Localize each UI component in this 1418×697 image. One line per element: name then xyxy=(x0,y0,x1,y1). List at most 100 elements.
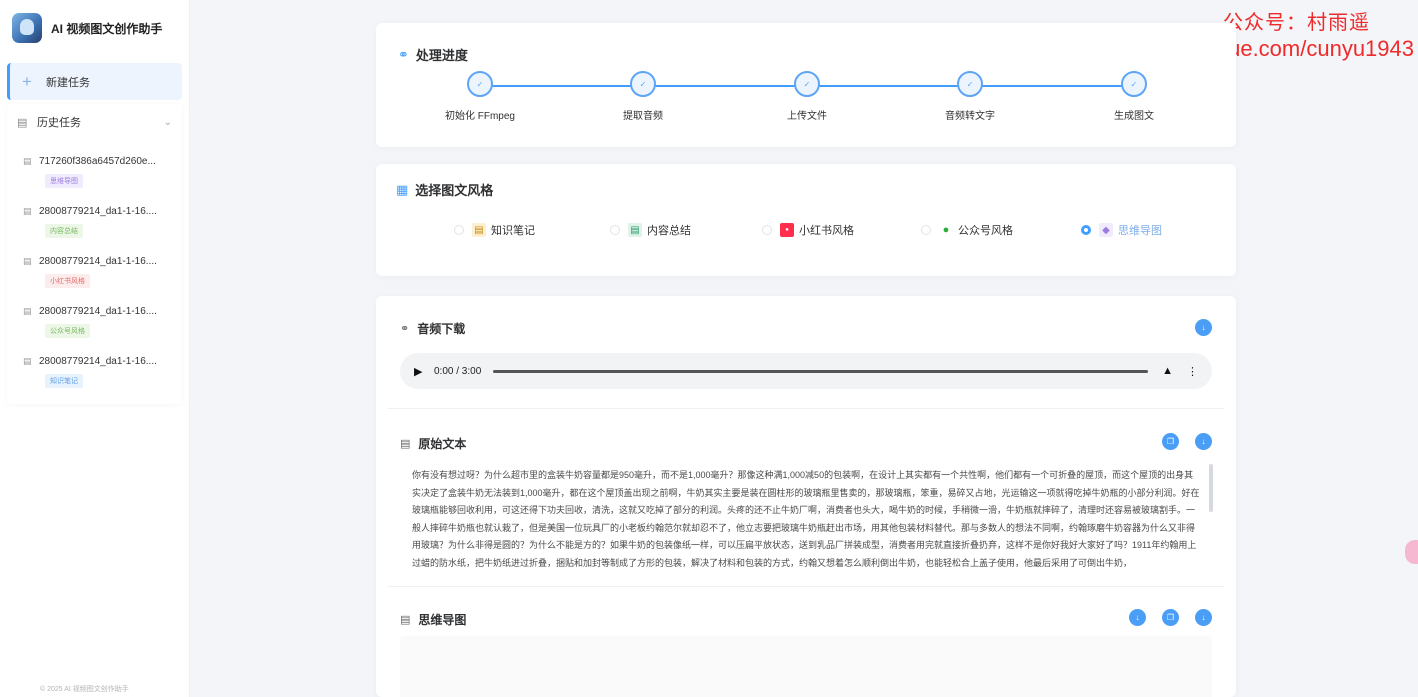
volume-icon[interactable]: ▲ xyxy=(1162,365,1173,377)
audio-seek-bar[interactable] xyxy=(493,369,1149,373)
history-item-tag: 公众号风格 xyxy=(45,324,90,338)
divider xyxy=(388,408,1224,409)
divider xyxy=(388,586,1224,587)
style-option-label: 思维导图 xyxy=(1118,225,1162,237)
mindmap-icon: ◆ xyxy=(1099,223,1113,237)
progress-step-label: 提取音频 xyxy=(623,111,663,122)
file-icon: ▤ xyxy=(23,255,32,266)
notebook-icon: ▤ xyxy=(472,223,486,237)
summary-icon: ▤ xyxy=(628,223,642,237)
history-item[interactable]: ▤28008779214_da1-1-16.... 小红书风格 xyxy=(23,254,173,288)
mindmap-title: ▤ 思维导图 xyxy=(400,611,466,628)
history-item[interactable]: ▤ 717260f386a6457d260e... 思维导图 xyxy=(23,154,173,188)
radio-button[interactable] xyxy=(610,225,620,235)
progress-step: ✓ 初始化 FFmpeg xyxy=(420,71,540,122)
export-mindmap-button[interactable]: ↓ xyxy=(1129,609,1146,626)
progress-title: ⚭ 处理进度 xyxy=(398,45,468,64)
floating-side-handle[interactable] xyxy=(1405,540,1418,564)
plus-icon: + xyxy=(22,71,32,91)
history-item-name: 28008779214_da1-1-16.... xyxy=(39,305,157,317)
style-option-summary[interactable]: ▤ 内容总结 xyxy=(610,222,691,238)
history-item-name: 28008779214_da1-1-16.... xyxy=(39,205,157,217)
history-item-tag: 知识笔记 xyxy=(45,374,83,388)
progress-title-text: 处理进度 xyxy=(415,48,468,63)
wechat-icon: ● xyxy=(942,224,950,236)
progress-step: ✓ 提取音频 xyxy=(583,71,703,122)
style-option-wechat[interactable]: ● 公众号风格 xyxy=(921,222,1013,238)
history-item-tag: 思维导图 xyxy=(45,174,83,188)
history-item[interactable]: ▤ 28008779214_da1-1-16.... 内容总结 xyxy=(23,204,173,238)
mindmap-canvas[interactable] xyxy=(400,636,1212,697)
document-icon: ▤ xyxy=(17,116,28,129)
history-item[interactable]: ▤ 28008779214_da1-1-16.... 知识笔记 xyxy=(23,354,173,388)
original-text-title-text: 原始文本 xyxy=(418,437,467,451)
chevron-down-icon[interactable]: ⌄ xyxy=(163,116,172,128)
progress-step-label: 上传文件 xyxy=(787,111,827,122)
play-icon[interactable]: ▶ xyxy=(414,365,423,378)
new-task-button[interactable]: + 新建任务 xyxy=(7,63,182,100)
original-text-content[interactable]: 你有没有想过呀？为什么超市里的盒装牛奶容量都是950毫升，而不是1,000毫升？… xyxy=(412,470,1200,568)
sidebar: AI 视频图文创作助手 + 新建任务 ▤ 历史任务 ⌄ ▤ 717260f386a… xyxy=(0,0,190,697)
copy-text-button[interactable]: ❐ xyxy=(1162,433,1179,450)
style-options: ▤ 知识笔记 ▤ 内容总结 ● 小红书风格 ● 公众号风格 ◆ 思维导图 xyxy=(376,222,1236,242)
copy-mindmap-button[interactable]: ❐ xyxy=(1162,609,1179,626)
style-card: ▦ 选择图文风格 ▤ 知识笔记 ▤ 内容总结 ● 小红书风格 ● 公众号风格 ◆… xyxy=(376,164,1236,276)
file-icon: ▤ xyxy=(23,205,32,216)
audio-player[interactable]: ▶ 0:00 / 3:00 ▲ ⋮ xyxy=(400,353,1212,389)
audio-time: 0:00 / 3:00 xyxy=(434,365,482,377)
audio-title-text: 音频下载 xyxy=(417,322,466,336)
check-icon: ✓ xyxy=(1121,71,1147,97)
radio-button[interactable] xyxy=(454,225,464,235)
progress-step-label: 初始化 FFmpeg xyxy=(444,111,515,122)
style-option-xiaohongshu[interactable]: ● 小红书风格 xyxy=(762,222,854,238)
style-option-label: 小红书风格 xyxy=(799,225,854,237)
style-option-mindmap[interactable]: ◆ 思维导图 xyxy=(1081,222,1162,238)
progress-step: ✓ 生成图文 xyxy=(1074,71,1194,122)
style-option-label: 内容总结 xyxy=(647,225,691,237)
progress-step: ✓ 音频转文字 xyxy=(910,71,1030,122)
app-logo xyxy=(12,13,42,43)
download-text-button[interactable]: ↓ xyxy=(1195,433,1212,450)
original-text-title: ▤ 原始文本 xyxy=(400,435,466,452)
file-icon: ▤ xyxy=(23,355,32,366)
style-option-knowledge-notes[interactable]: ▤ 知识笔记 xyxy=(454,222,535,238)
xiaohongshu-icon: ● xyxy=(780,223,794,237)
more-options-icon[interactable]: ⋮ xyxy=(1187,365,1198,378)
style-option-label: 公众号风格 xyxy=(958,225,1013,237)
history-item-tag: 内容总结 xyxy=(45,224,83,238)
check-icon: ✓ xyxy=(794,71,820,97)
radio-button[interactable] xyxy=(762,225,772,235)
footer-copyright: © 2025 AI 视频图文创作助手 xyxy=(40,686,129,693)
download-audio-button[interactable]: ↓ xyxy=(1195,319,1212,336)
check-icon: ✓ xyxy=(630,71,656,97)
progress-step-label: 音频转文字 xyxy=(945,111,995,122)
history-item[interactable]: ▤ 28008779214_da1-1-16.... 公众号风格 xyxy=(23,304,173,338)
history-item-name: 28008779214_da1-1-16.... xyxy=(39,355,157,367)
style-title-text: 选择图文风格 xyxy=(415,183,494,198)
content-card: ⚭ 音频下载 ↓ ▶ 0:00 / 3:00 ▲ ⋮ ▤ 原始文本 ❐ ↓ 你有… xyxy=(376,296,1236,697)
file-icon: ▤ xyxy=(23,155,32,166)
document-icon: ▤ xyxy=(400,438,411,450)
text-scrollbar[interactable] xyxy=(1209,464,1213,512)
progress-card: ⚭ 处理进度 ✓ 初始化 FFmpeg ✓ 提取音频 ✓ 上传文件 ✓ 音频转文… xyxy=(376,23,1236,147)
link-icon: ⚭ xyxy=(398,46,409,62)
image-icon: ▦ xyxy=(396,181,409,197)
download-mindmap-button[interactable]: ↓ xyxy=(1195,609,1212,626)
check-icon: ✓ xyxy=(957,71,983,97)
new-task-label: 新建任务 xyxy=(46,76,90,89)
headphones-icon: ⚭ xyxy=(400,323,410,335)
history-panel: ▤ 历史任务 ⌄ ▤ 717260f386a6457d260e... 思维导图 ▤… xyxy=(7,104,182,404)
history-item-name: 717260f386a6457d260e... xyxy=(39,155,156,167)
check-icon: ✓ xyxy=(467,71,493,97)
mindmap-title-text: 思维导图 xyxy=(418,613,467,627)
style-option-label: 知识笔记 xyxy=(491,225,535,237)
history-label: 历史任务 xyxy=(37,117,81,129)
brand: AI 视频图文创作助手 xyxy=(0,6,189,50)
progress-steps: ✓ 初始化 FFmpeg ✓ 提取音频 ✓ 上传文件 ✓ 音频转文字 ✓ 生成图… xyxy=(376,71,1236,131)
file-icon: ▤ xyxy=(23,305,32,316)
style-title: ▦ 选择图文风格 xyxy=(396,180,493,199)
radio-button[interactable] xyxy=(921,225,931,235)
history-header[interactable]: ▤ 历史任务 ⌄ xyxy=(7,104,182,140)
app-title: AI 视频图文创作助手 xyxy=(51,21,163,36)
radio-button-selected[interactable] xyxy=(1081,225,1091,235)
